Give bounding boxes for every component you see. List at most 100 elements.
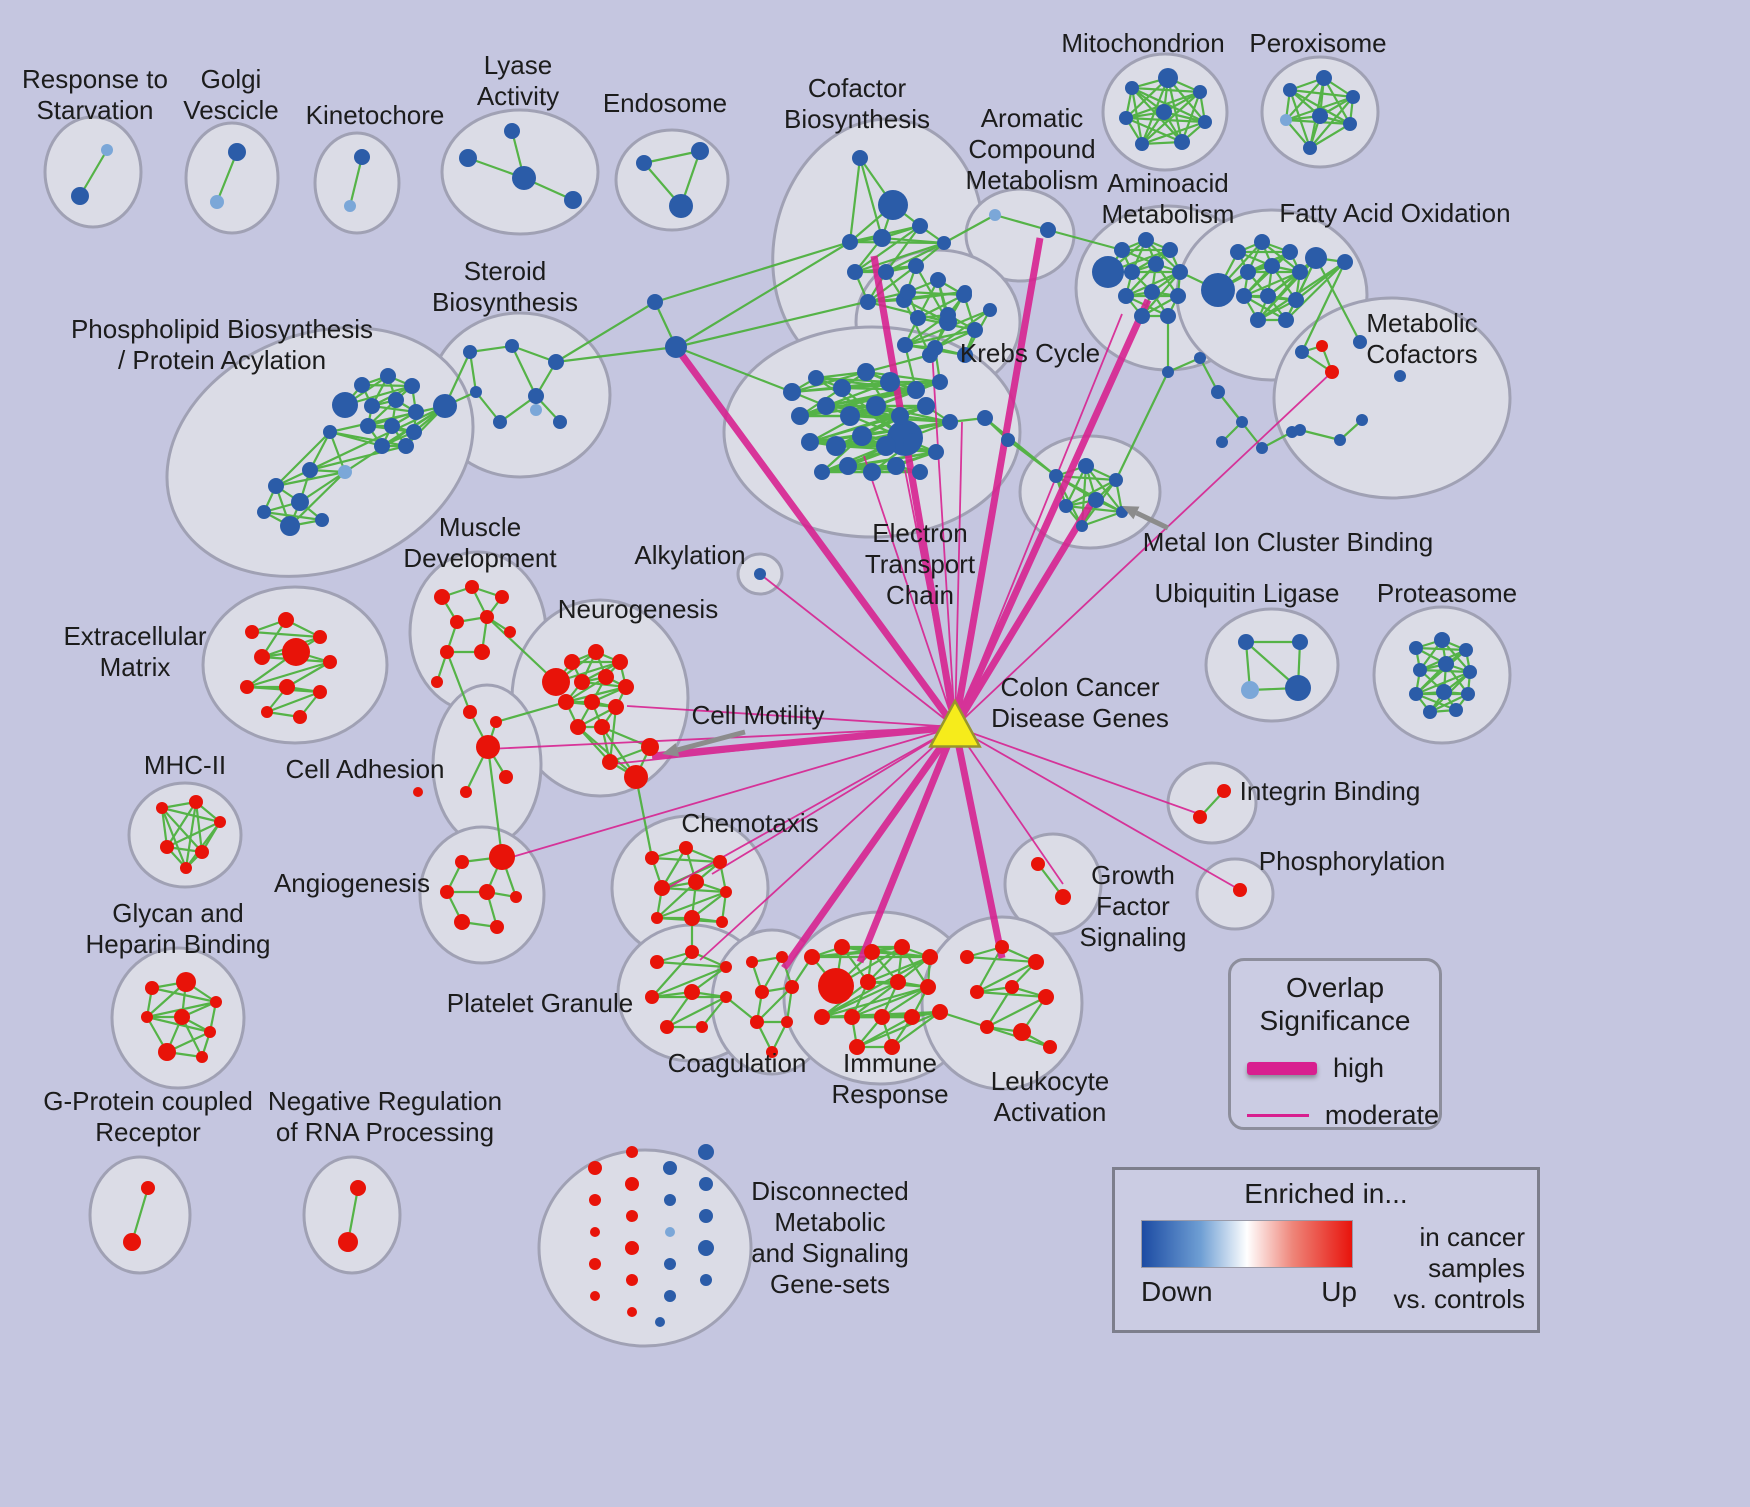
cluster-electron-transport-chain-node <box>907 381 925 399</box>
cluster-metal-ion-cluster-binding-edge <box>1085 465 1123 513</box>
cluster-leukocyte-activation-edge <box>976 990 1047 999</box>
colon-cancer-disease-genes-hub <box>928 698 982 748</box>
cluster-electron-transport-chain-node <box>814 464 830 480</box>
cluster-mhc-ii-node <box>195 845 209 859</box>
overlap-edge-moderate <box>904 469 956 728</box>
cluster-proteasome-label: Proteasome <box>1377 578 1517 608</box>
cluster-muscle-development-node <box>495 590 509 604</box>
cluster-cofactor-biosynthesis-edge <box>881 236 945 245</box>
overlap-edge-high <box>870 255 959 728</box>
cluster-kinetochore-node <box>354 149 370 165</box>
cluster-cofactor-biosynthesis-node <box>937 236 951 250</box>
cluster-krebs-cycle-node <box>956 287 972 303</box>
cluster-immune-response-node <box>904 1009 920 1025</box>
cluster-peroxisome-edge <box>1309 123 1351 149</box>
cluster-growth-factor-signaling-node <box>1055 889 1071 905</box>
cluster-immune-response-node <box>834 939 850 955</box>
legend-overlap-title: Overlap Significance <box>1231 971 1439 1037</box>
cluster-aminoacid-metabolism-node <box>1162 242 1178 258</box>
cluster-aminoacid-metabolism-node <box>1124 264 1140 280</box>
cluster-chemotaxis-node <box>679 841 693 855</box>
cluster-aminoacid-metabolism-node <box>1148 256 1164 272</box>
cluster-angiogenesis-node <box>510 891 522 903</box>
bridge-edge <box>1315 257 1361 343</box>
cluster-glycan-heparin-binding-node <box>176 972 196 992</box>
cluster-metabolic-cofactors-edge <box>1299 428 1341 442</box>
overlap-edge-high <box>673 344 958 730</box>
cluster-disconnected-gene-sets-node <box>589 1194 601 1206</box>
cluster-immune-response-node <box>890 974 906 990</box>
high-significance-label: high <box>1333 1053 1385 1083</box>
cluster-fatty-acid-oxidation-edge <box>1285 257 1317 321</box>
cluster-mitochondrion-edge <box>1141 91 1201 145</box>
bridge-node <box>1236 416 1248 428</box>
cluster-immune-response-node <box>922 949 938 965</box>
cluster-disconnected-gene-sets-node <box>655 1317 665 1327</box>
cluster-endosome-edge <box>643 149 701 165</box>
cluster-krebs-cycle-node <box>957 347 973 363</box>
cluster-disconnected-gene-sets-node <box>664 1194 676 1206</box>
cluster-peroxisome-edge <box>1323 77 1351 125</box>
cluster-neurogenesis-node <box>598 669 614 685</box>
cluster-cell-adhesion-ellipse <box>431 683 543 847</box>
cluster-peroxisome-node <box>1312 108 1328 124</box>
cluster-mitochondrion-node <box>1198 115 1212 129</box>
cluster-immune-response-node <box>849 1039 865 1055</box>
overlap-edge-moderate <box>699 726 956 961</box>
cluster-ubiquitin-ligase-node <box>1285 675 1311 701</box>
cluster-leukocyte-activation-node <box>1043 1040 1057 1054</box>
cluster-krebs-cycle-label: Krebs Cycle <box>960 338 1100 368</box>
cluster-phospholipid-biosynthesis-node <box>280 516 300 536</box>
cluster-fatty-acid-oxidation-node <box>1305 247 1327 269</box>
cluster-phospholipid-biosynthesis-node <box>257 505 271 519</box>
cluster-cell-adhesion-node <box>499 770 513 784</box>
bridge-edge <box>486 616 557 683</box>
cluster-steroid-biosynthesis-node <box>553 415 567 429</box>
bridge-edge <box>1047 228 1123 252</box>
cluster-extracellular-matrix-edge <box>246 660 331 689</box>
cluster-neurogenesis-label: Neurogenesis <box>558 594 718 624</box>
bridge-node <box>647 294 663 310</box>
cell-motility-head <box>662 743 680 757</box>
cluster-proteasome-node <box>1461 687 1475 701</box>
cluster-leukocyte-activation-edge <box>976 961 1037 993</box>
cluster-disconnected-gene-sets-node <box>700 1274 712 1286</box>
cluster-platelet-granule-node <box>696 1021 708 1033</box>
cluster-krebs-cycle-node <box>900 284 916 300</box>
bridge-edge <box>1115 371 1169 481</box>
layer-significance-edges <box>487 237 1333 971</box>
cluster-fatty-acid-oxidation-node <box>1201 273 1235 307</box>
cluster-coagulation-node <box>781 1016 793 1028</box>
cluster-electron-transport-chain-node <box>891 407 909 425</box>
cluster-phospholipid-biosynthesis-node <box>374 438 390 454</box>
bridge-edge <box>865 353 931 374</box>
cluster-g-protein-coupled-receptor-edge <box>130 1187 150 1243</box>
cluster-cofactor-biosynthesis-node <box>912 218 928 234</box>
cluster-chemotaxis-edge <box>656 881 697 919</box>
high-significance-swatch <box>1247 1062 1317 1075</box>
cluster-peroxisome-node <box>1346 90 1360 104</box>
cluster-electron-transport-chain-node <box>801 433 819 451</box>
cluster-platelet-granule-node <box>720 961 732 973</box>
cluster-extracellular-matrix-node <box>282 638 310 666</box>
cluster-endosome-ellipse <box>614 128 730 232</box>
cluster-phospholipid-biosynthesis-edge <box>328 431 347 473</box>
cluster-immune-response-node <box>844 1009 860 1025</box>
cluster-proteasome-ellipse <box>1372 605 1512 745</box>
cluster-phospholipid-biosynthesis-node <box>315 513 329 527</box>
bridge-node <box>665 336 687 358</box>
cluster-mitochondrion-node <box>1135 137 1149 151</box>
cluster-integrin-binding-label: Integrin Binding <box>1240 776 1421 806</box>
cluster-disconnected-gene-sets-node <box>699 1209 713 1223</box>
cluster-krebs-cycle-edge <box>917 294 965 319</box>
cluster-disconnected-gene-sets-node <box>589 1258 601 1270</box>
cluster-immune-response-node <box>818 968 854 1004</box>
cluster-muscle-development-node <box>474 644 490 660</box>
cluster-aminoacid-metabolism-node <box>1144 284 1160 300</box>
cluster-electron-transport-chain-node <box>833 379 851 397</box>
cluster-neurogenesis-edge <box>608 706 618 763</box>
cluster-mhc-ii-node <box>214 816 226 828</box>
